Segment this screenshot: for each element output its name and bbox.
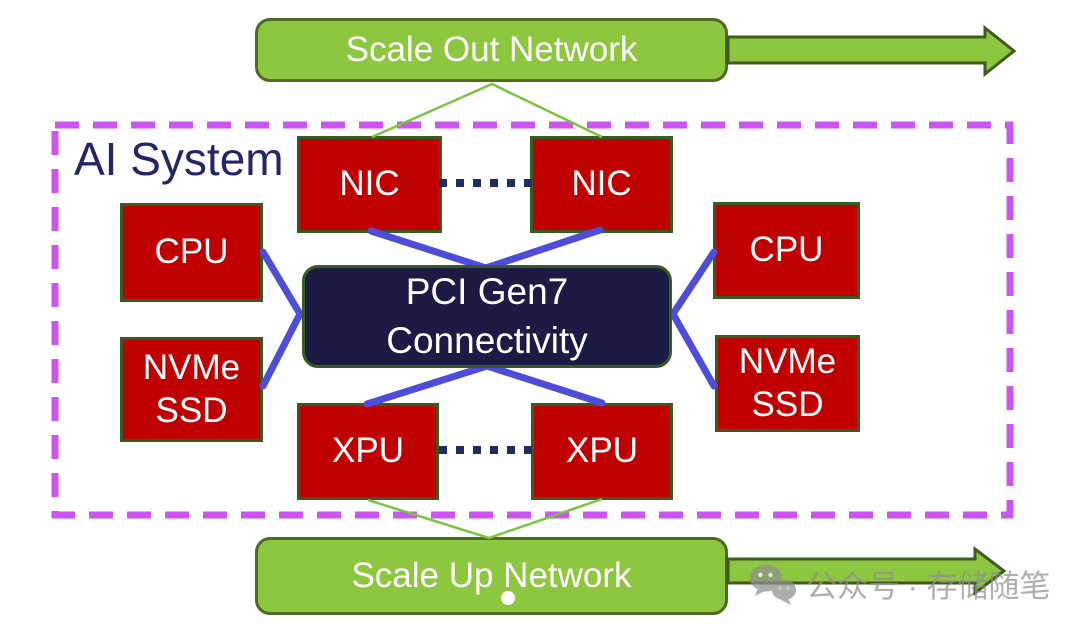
nic-node-right: NIC <box>530 136 673 233</box>
xpu-to-scale-up-links <box>367 497 603 540</box>
nic-left-label: NIC <box>339 164 400 204</box>
cpu-left-label: CPU <box>154 232 229 272</box>
scale-out-network-banner: Scale Out Network <box>255 18 728 82</box>
nvme-ssd-node-right: NVMe SSD <box>715 335 860 432</box>
nvme-left-line2: SSD <box>155 390 228 430</box>
cpu-node-right: CPU <box>713 202 860 299</box>
xpu-node-left: XPU <box>297 403 439 500</box>
nvme-right-line2: SSD <box>751 384 824 424</box>
ai-system-title: AI System <box>74 133 284 185</box>
xpu-left-label: XPU <box>332 431 404 471</box>
pci-gen7-connectivity-box: PCI Gen7 Connectivity <box>302 265 672 368</box>
cpu-right-label: CPU <box>749 230 824 270</box>
nic-to-pci-links <box>367 226 604 272</box>
scale-out-arrow-icon <box>726 24 1017 78</box>
scale-up-network-banner: Scale Up Network <box>255 537 728 615</box>
watermark: 公众号 · 存储随笔 <box>748 561 1051 606</box>
scale-out-network-label: Scale Out Network <box>345 30 638 69</box>
cpu-node-left: CPU <box>120 203 263 302</box>
pci-box-line2: Connectivity <box>386 319 588 361</box>
xpu-node-right: XPU <box>531 403 673 500</box>
xpu-to-pci-links <box>363 362 606 408</box>
nvme-ssd-node-left: NVMe SSD <box>120 337 263 442</box>
scale-up-network-label: Scale Up Network <box>351 556 632 595</box>
scale-out-to-nic-links <box>371 82 603 139</box>
nic-right-label: NIC <box>571 164 632 204</box>
left-cpu-nvme-to-pci-links <box>259 248 305 390</box>
nic-node-left: NIC <box>297 136 442 233</box>
wechat-icon <box>750 564 796 605</box>
pci-box-line1: PCI Gen7 <box>405 270 569 312</box>
white-indicator-dot <box>501 591 515 605</box>
nvme-right-line1: NVMe <box>738 341 837 381</box>
nvme-left-line1: NVMe <box>142 347 241 387</box>
right-cpu-nvme-to-pci-links <box>668 248 718 390</box>
watermark-text: 公众号 · 存储随笔 <box>806 569 1051 604</box>
xpu-right-label: XPU <box>566 431 638 471</box>
